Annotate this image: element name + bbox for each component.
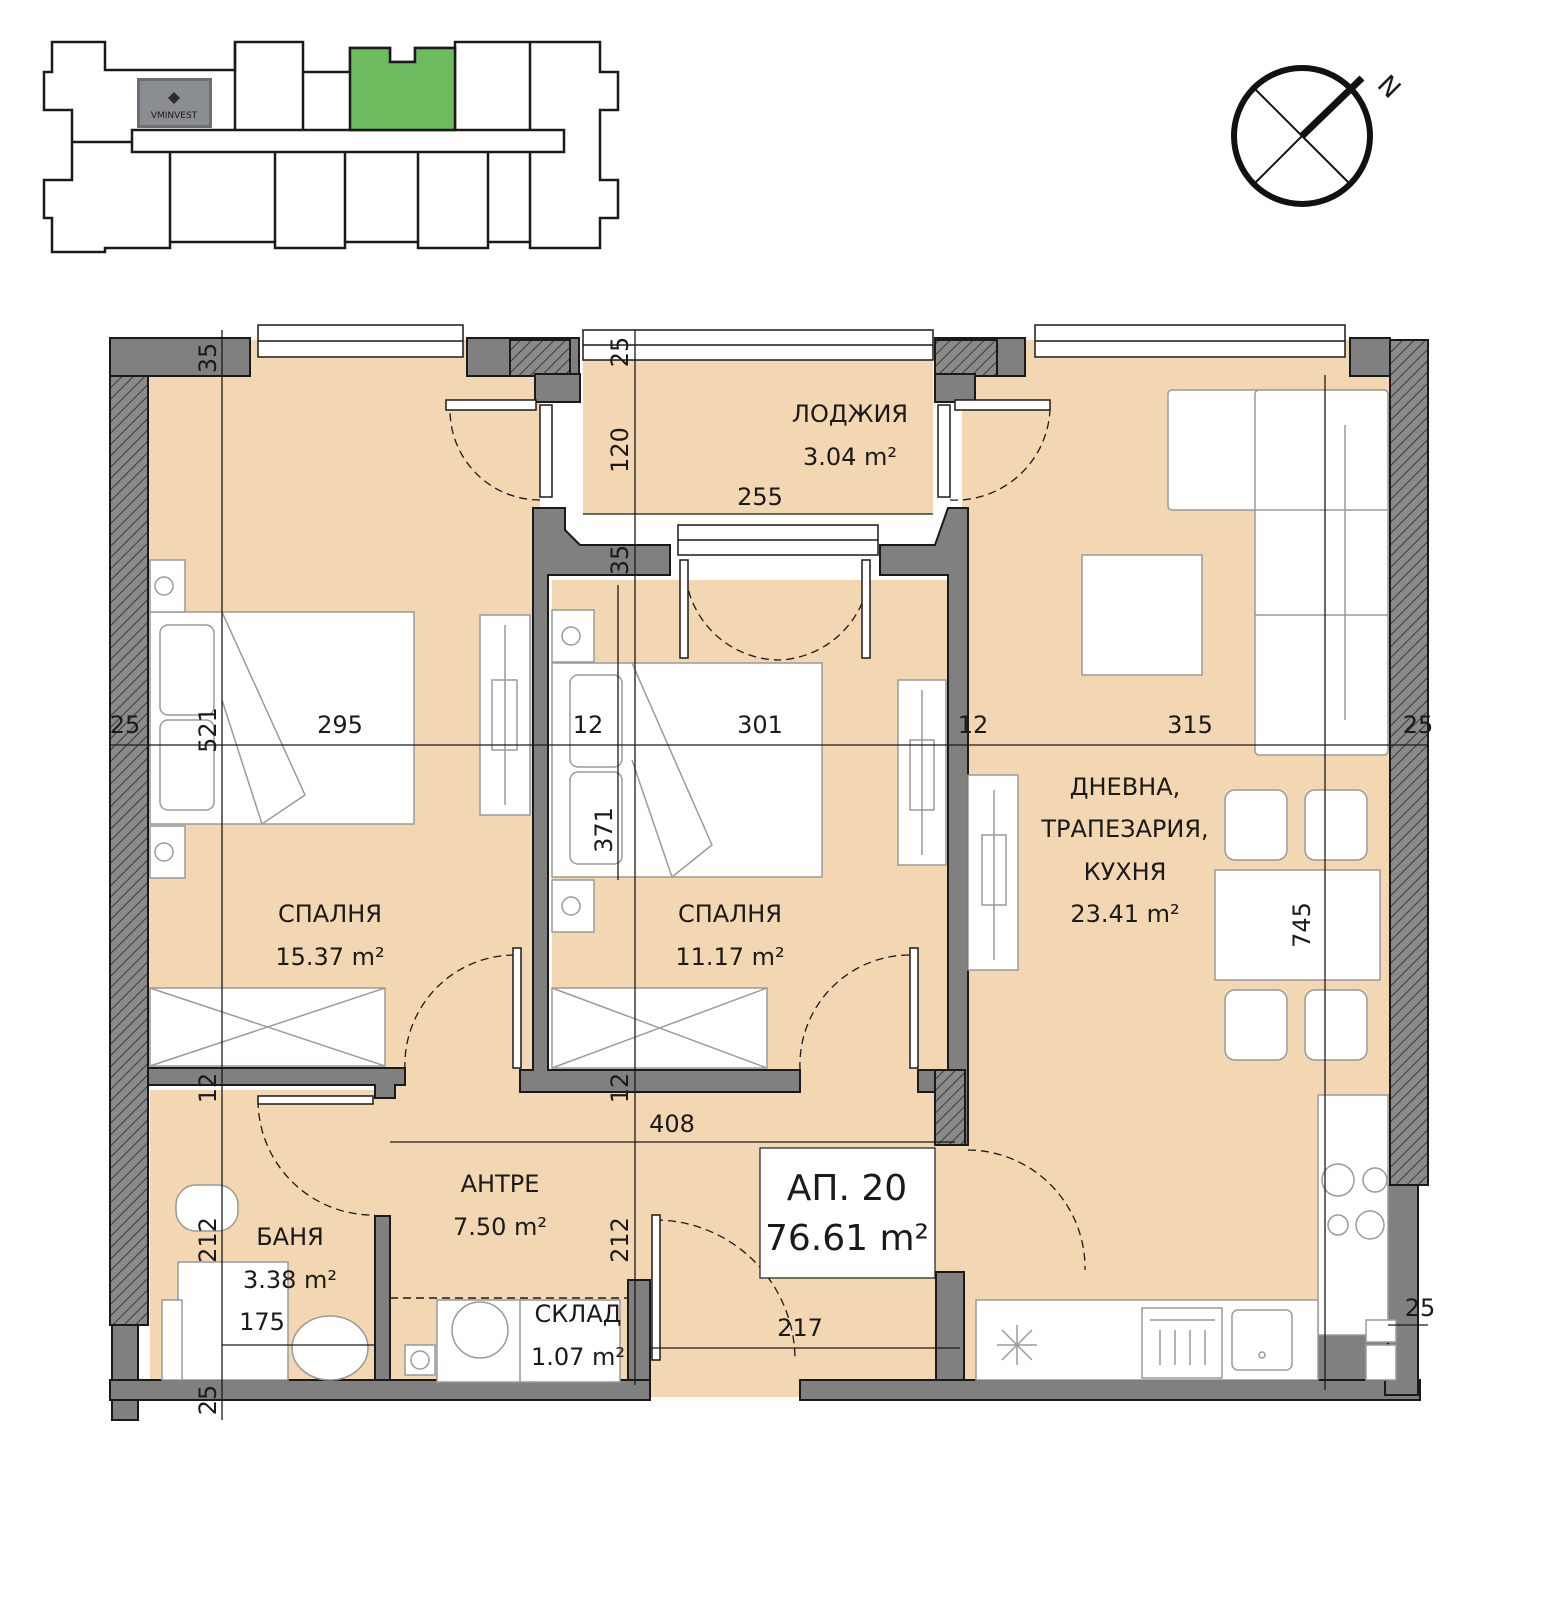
dim-12-d: 12 bbox=[606, 1073, 634, 1104]
dim-25-right: 25 bbox=[1403, 711, 1434, 739]
dim-212-b: 212 bbox=[606, 1217, 634, 1263]
living-name-2: ТРАПЕЗАРИЯ, bbox=[1040, 815, 1208, 843]
key-plan-corridor bbox=[130, 128, 566, 154]
apartment-area: 76.61 m² bbox=[765, 1218, 929, 1259]
dim-12-b: 12 bbox=[958, 711, 989, 739]
living-name-3: КУХНЯ bbox=[1084, 858, 1167, 886]
dim-25-kitchen: 25 bbox=[1405, 1294, 1436, 1322]
apartment-label-box bbox=[759, 1147, 936, 1279]
room-labels: ЛОДЖИЯ 3.04 m² СПАЛНЯ 15.37 m² СПАЛНЯ 11… bbox=[243, 400, 1209, 1371]
storage-area: 1.07 m² bbox=[531, 1343, 625, 1371]
door-storage bbox=[654, 1219, 796, 1361]
dim-408: 408 bbox=[649, 1110, 695, 1138]
door-bath bbox=[257, 1099, 376, 1216]
dimension-labels: 35 25 120 255 35 25 521 295 12 301 12 31… bbox=[110, 337, 1436, 1416]
washer-icon bbox=[451, 1301, 509, 1359]
key-plan-highlight bbox=[348, 46, 457, 132]
dim-295: 295 bbox=[317, 711, 363, 739]
dim-745: 745 bbox=[1288, 902, 1316, 948]
living-name-1: ДНЕВНА, bbox=[1070, 773, 1181, 801]
bedroom-mid-area: 11.17 m² bbox=[675, 943, 784, 971]
washbasin-icon bbox=[291, 1315, 369, 1381]
key-plan bbox=[42, 40, 620, 254]
bedroom-left-area: 15.37 m² bbox=[275, 943, 384, 971]
north-label: N bbox=[1371, 70, 1406, 105]
bath-name: БАНЯ bbox=[256, 1223, 324, 1251]
windows bbox=[257, 324, 1346, 556]
dining-table bbox=[1214, 869, 1381, 981]
living-area: 23.41 m² bbox=[1070, 900, 1179, 928]
north-arrow-icon bbox=[1299, 75, 1365, 139]
bathtub bbox=[177, 1261, 289, 1381]
door-leaves bbox=[257, 399, 1051, 1361]
dim-301: 301 bbox=[737, 711, 783, 739]
loggia-area: 3.04 m² bbox=[803, 443, 897, 471]
hob-icon bbox=[1321, 1163, 1355, 1197]
fridge-icon bbox=[997, 1325, 1037, 1365]
dim-315: 315 bbox=[1167, 711, 1213, 739]
bath-area: 3.38 m² bbox=[243, 1266, 337, 1294]
logo-text: VMINVEST bbox=[151, 111, 198, 121]
dim-35-top: 35 bbox=[194, 343, 222, 374]
wall-bottom-right bbox=[799, 1379, 1421, 1401]
dim-120: 120 bbox=[606, 427, 634, 473]
door-loggia-right bbox=[949, 409, 1051, 501]
logo-mark-icon bbox=[168, 92, 180, 104]
compass: N bbox=[1231, 65, 1406, 207]
dim-255: 255 bbox=[737, 483, 783, 511]
floor-loggia bbox=[583, 336, 933, 514]
dimension-lines bbox=[110, 330, 1428, 1420]
dim-521: 521 bbox=[194, 707, 222, 753]
dim-12-c: 12 bbox=[194, 1073, 222, 1104]
furniture bbox=[149, 389, 1397, 1383]
compass-ring bbox=[1231, 65, 1373, 207]
coffee-table bbox=[1081, 554, 1203, 676]
hall-name: АНТРЕ bbox=[461, 1170, 540, 1198]
wall-bedroom-bath bbox=[147, 1067, 406, 1099]
sofa-main bbox=[1254, 389, 1389, 756]
bedroom-mid-name: СПАЛНЯ bbox=[678, 900, 782, 928]
dim-25-loggia: 25 bbox=[606, 337, 634, 368]
floor-doorway bbox=[650, 1385, 800, 1397]
bedroom-left-name: СПАЛНЯ bbox=[278, 900, 382, 928]
sink-icon bbox=[1231, 1309, 1293, 1371]
dim-212-a: 212 bbox=[194, 1217, 222, 1263]
hall-area: 7.50 m² bbox=[453, 1213, 547, 1241]
dim-25-bottom: 25 bbox=[194, 1385, 222, 1416]
dim-12-a: 12 bbox=[573, 711, 604, 739]
dishwasher-icon bbox=[1141, 1307, 1223, 1379]
wall-center-left bbox=[519, 507, 801, 1093]
door-loggia-left bbox=[449, 409, 541, 501]
dim-371: 371 bbox=[590, 807, 618, 853]
dim-175: 175 bbox=[239, 1308, 285, 1336]
dim-25-left: 25 bbox=[110, 711, 141, 739]
wall-left-outer bbox=[109, 339, 149, 1326]
dim-217: 217 bbox=[777, 1314, 823, 1342]
door-living bbox=[967, 1149, 1086, 1271]
wall-bottom-left bbox=[109, 1379, 651, 1401]
logo: VMINVEST bbox=[137, 78, 212, 128]
storage-name: СКЛАД bbox=[534, 1300, 621, 1328]
loggia-name: ЛОДЖИЯ bbox=[792, 400, 908, 428]
wall-right-outer bbox=[1389, 339, 1429, 1186]
dim-35-mid: 35 bbox=[606, 545, 634, 576]
apartment-label: АП. 20 bbox=[787, 1168, 907, 1209]
